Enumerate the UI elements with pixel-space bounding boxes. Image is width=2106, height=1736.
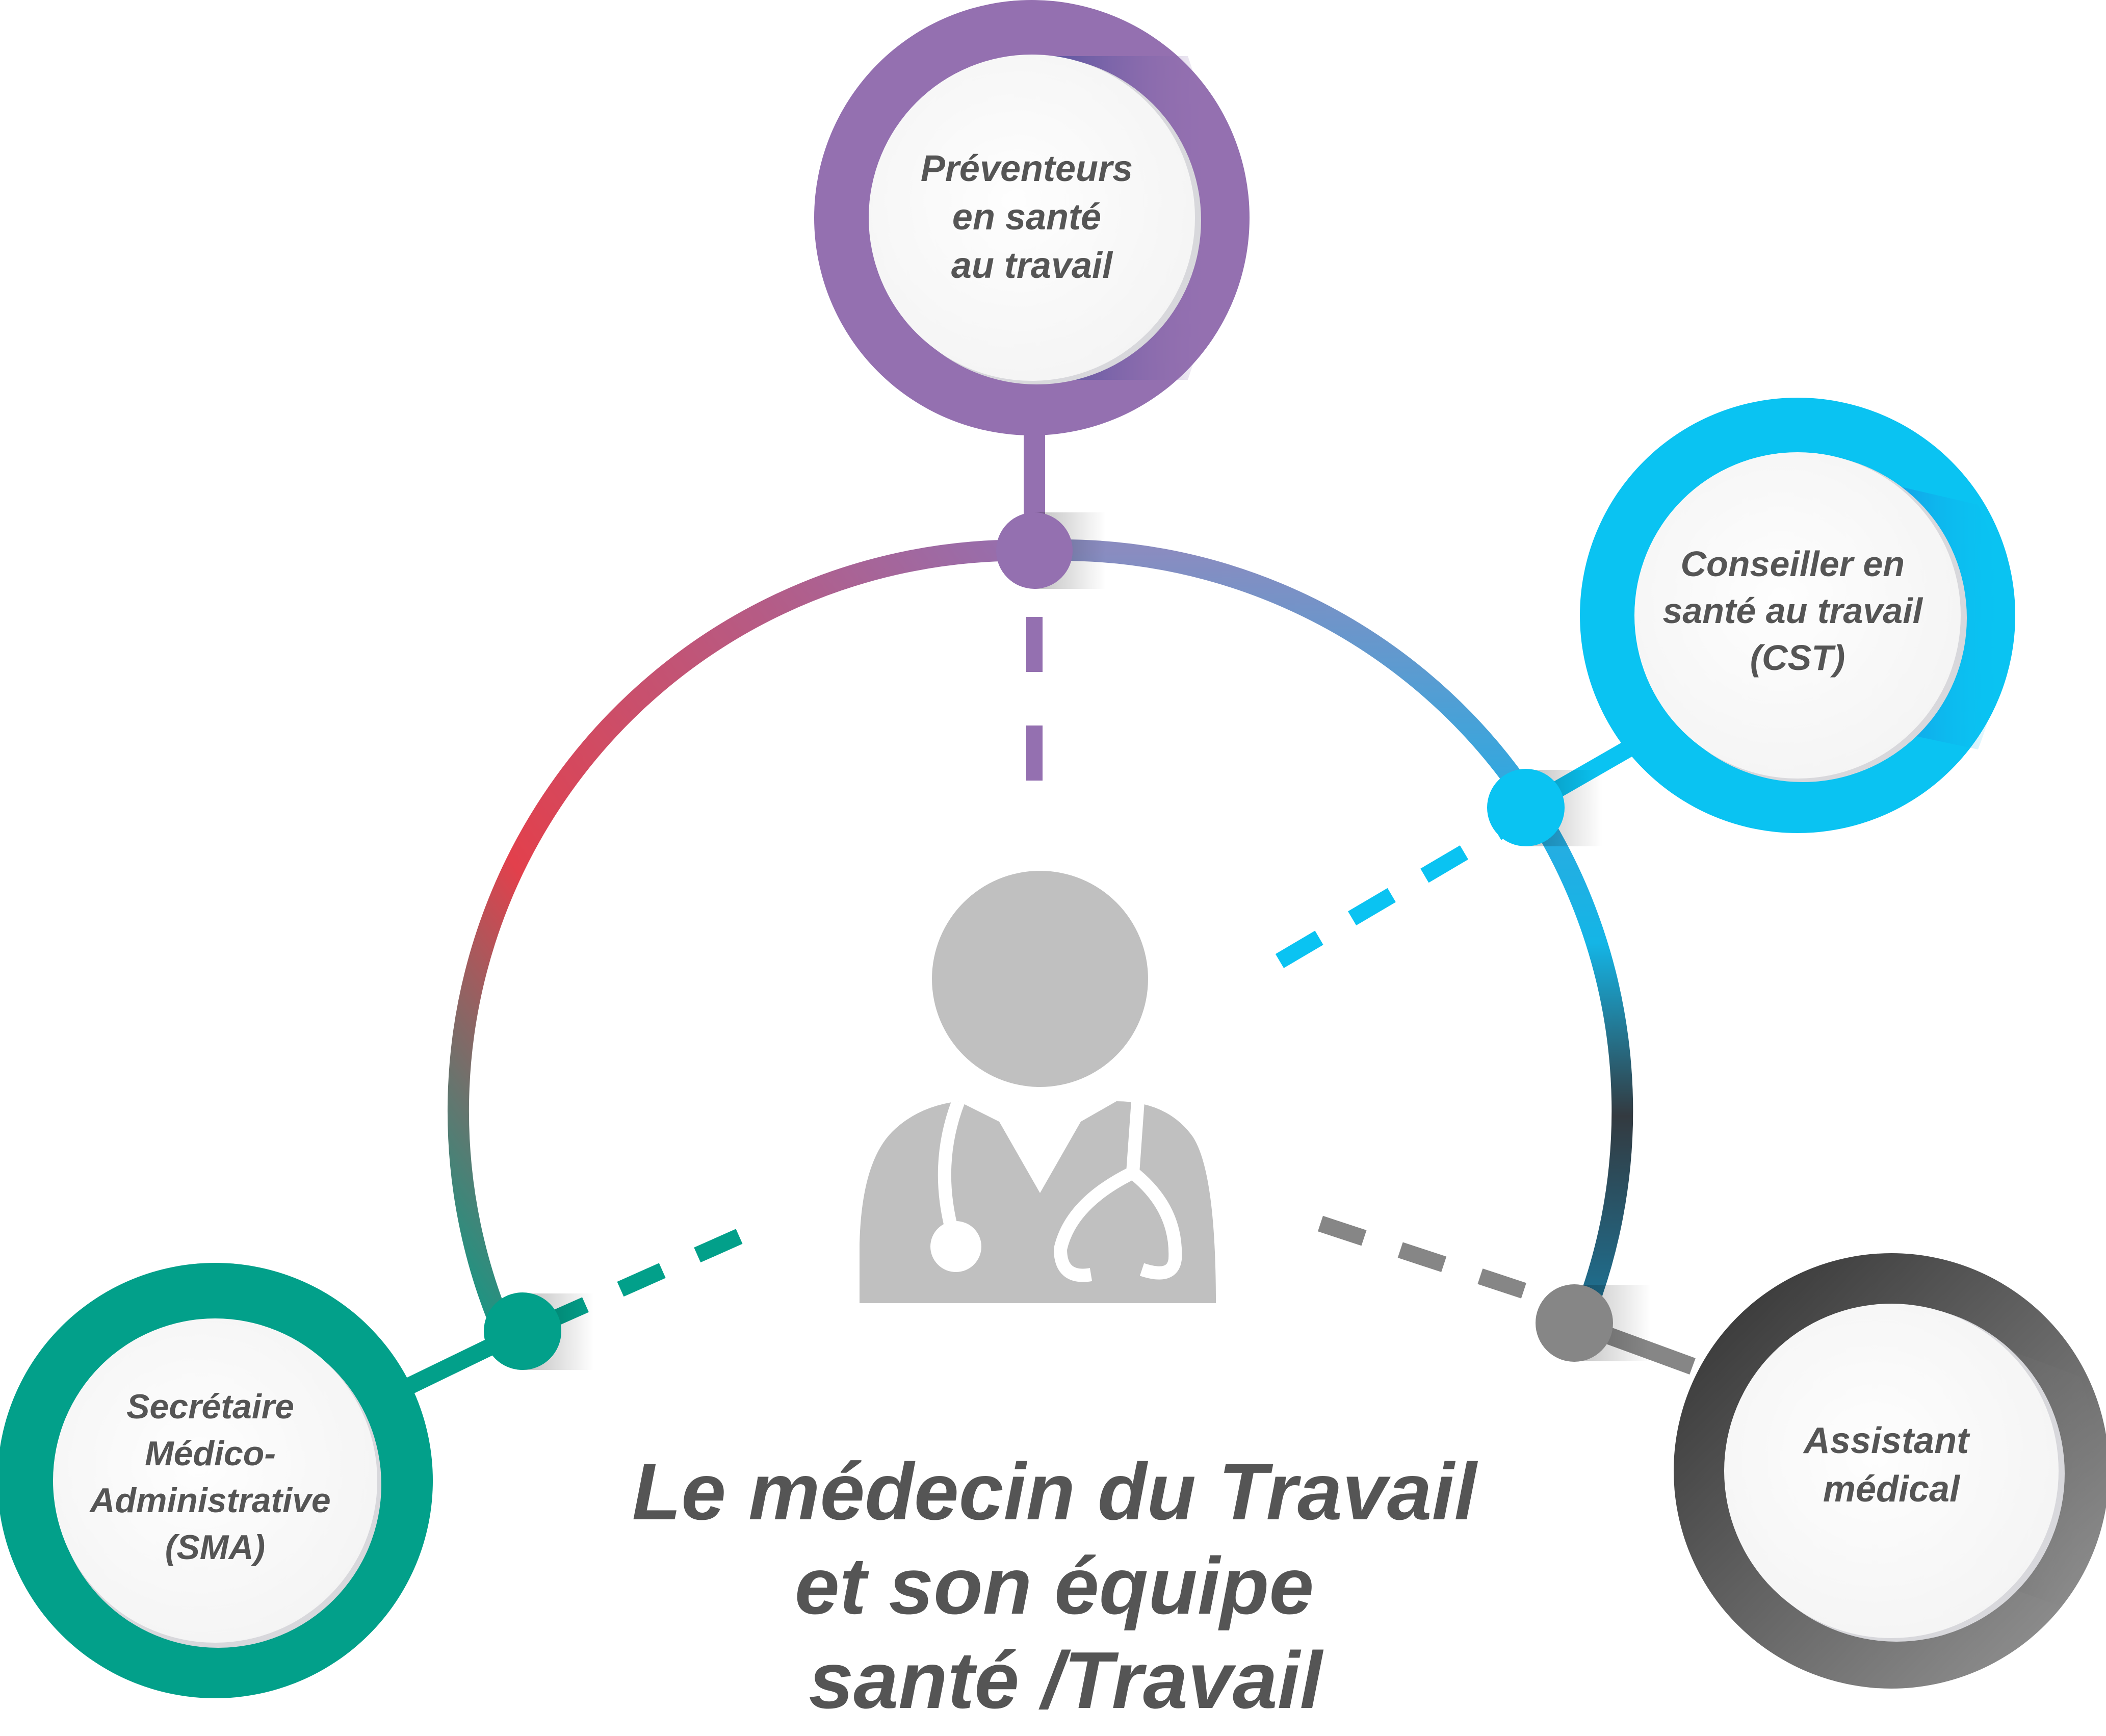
role-label-line: en santé: [952, 197, 1101, 238]
dashed-link-assistant: [1317, 1215, 1563, 1311]
node-dot-cst: [1487, 769, 1602, 846]
role-circle-preventeurs[interactable]: Préventeurs en santé au travail: [814, 0, 1250, 435]
doctor-stethoscope-icon: [860, 871, 1216, 1303]
role-label-preventeurs: Préventeurs en santé au travail: [921, 148, 1143, 286]
role-label-line: santé au travail: [1662, 591, 1923, 631]
title-line: Le médecin du Travail: [632, 1447, 1478, 1537]
arc-left-segment: [447, 539, 1038, 1351]
role-label-line: au travail: [951, 245, 1113, 286]
title-line: santé /Travail: [809, 1636, 1323, 1725]
title-line: et son équipe: [795, 1541, 1314, 1631]
dashed-link-cst: [1275, 819, 1514, 968]
role-label-line: Conseiller en: [1680, 544, 1905, 584]
role-label-sma: Secrétaire Médico- Administrative (SMA): [89, 1387, 340, 1567]
role-label-cst: Conseiller en santé au travail (CST): [1662, 544, 1932, 678]
node-dot-sma: [484, 1292, 594, 1370]
role-label-line: Préventeurs: [921, 148, 1133, 189]
role-circle-sma[interactable]: Secrétaire Médico- Administrative (SMA): [0, 1263, 433, 1698]
role-label-line: Secrétaire: [126, 1387, 294, 1426]
dashed-link-sma: [552, 1229, 743, 1326]
node-dot-preventeurs: [996, 512, 1106, 589]
role-label-line: Assistant: [1803, 1420, 1970, 1461]
role-circle-cst[interactable]: Conseiller en santé au travail (CST): [1580, 398, 2015, 833]
role-circle-assistant[interactable]: Assistant médical: [1674, 1253, 2106, 1689]
role-label-line: (CST): [1750, 638, 1845, 678]
role-label-line: (SMA): [165, 1528, 265, 1567]
role-label-line: Médico-: [145, 1434, 276, 1473]
role-label-line: Administrative: [89, 1481, 330, 1520]
role-label-assistant: Assistant médical: [1803, 1420, 1979, 1510]
diagram-title: Le médecin du Travail et son équipe sant…: [632, 1447, 1499, 1725]
role-label-line: médical: [1823, 1469, 1961, 1510]
node-dot-assistant: [1536, 1284, 1651, 1362]
